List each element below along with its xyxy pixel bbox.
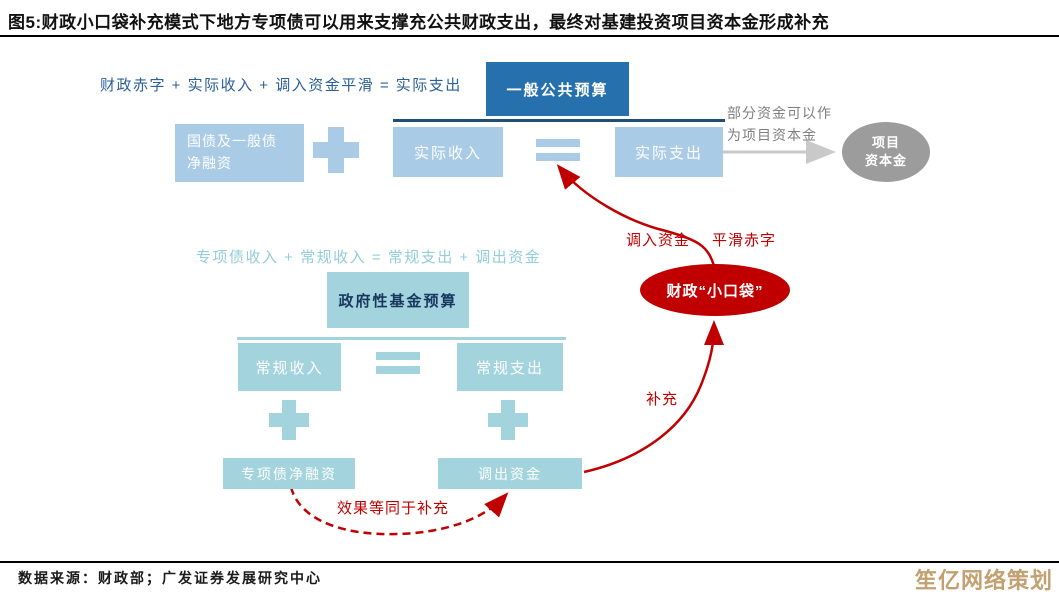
fund-budget-box: 政府性基金预算 xyxy=(327,272,469,328)
plus-icon xyxy=(488,400,528,440)
fund-bracket-line xyxy=(237,337,566,340)
debt-box-line2: 净融资 xyxy=(187,155,232,171)
bottom-rule xyxy=(0,561,1059,563)
fiscal-pocket-ellipse: 财政“小口袋” xyxy=(640,264,790,316)
regular-expense-box: 常规支出 xyxy=(457,343,563,391)
project-capital-ellipse: 项目 资本金 xyxy=(842,122,930,182)
special-bond-box: 专项债净融资 xyxy=(223,458,355,489)
watermark: 笙亿网络策划 xyxy=(914,568,1053,593)
fund-budget-formula: 专项债收入 + 常规收入 = 常规支出 + 调出资金 xyxy=(196,249,542,266)
bracket-line xyxy=(393,119,725,122)
plus-icon xyxy=(269,400,309,440)
smooth-deficit-label: 平滑赤字 xyxy=(712,232,777,249)
debt-box-line1: 国债及一般债 xyxy=(187,133,277,150)
source-note: 数据来源：财政部；广发证券发展研究中心 xyxy=(18,570,322,586)
supplement-label: 补充 xyxy=(646,391,679,408)
general-budget-box: 一般公共预算 xyxy=(486,62,629,116)
general-budget-formula: 财政赤字 + 实际收入 + 调入资金平滑 = 实际支出 xyxy=(100,77,462,94)
transfer-in-label: 调入资金 xyxy=(626,232,691,249)
regular-income-box: 常规收入 xyxy=(238,343,341,391)
capital-note: 部分资金可以作 为项目资本金 xyxy=(727,102,832,146)
equivalence-label: 效果等同于补充 xyxy=(337,500,450,517)
project-capital-line2: 资本金 xyxy=(864,153,907,168)
capital-note-line2: 为项目资本金 xyxy=(727,127,817,143)
title-rule xyxy=(0,35,1059,37)
project-capital-line1: 项目 xyxy=(871,135,900,151)
plus-icon xyxy=(313,127,359,173)
actual-expense-box: 实际支出 xyxy=(615,127,723,177)
debt-net-financing-box: 国债及一般债 净融资 xyxy=(175,124,304,182)
actual-income-box: 实际收入 xyxy=(393,127,503,177)
equals-icon xyxy=(376,352,420,374)
red-arrow-transfer-in xyxy=(556,164,716,267)
figure-title: 图5:财政小口袋补充模式下地方专项债可以用来支撑充公共财政支出，最终对基建投资项… xyxy=(8,13,830,32)
transfer-out-box: 调出资金 xyxy=(438,458,582,489)
equals-icon xyxy=(536,139,580,161)
capital-note-line1: 部分资金可以作 xyxy=(727,105,832,121)
